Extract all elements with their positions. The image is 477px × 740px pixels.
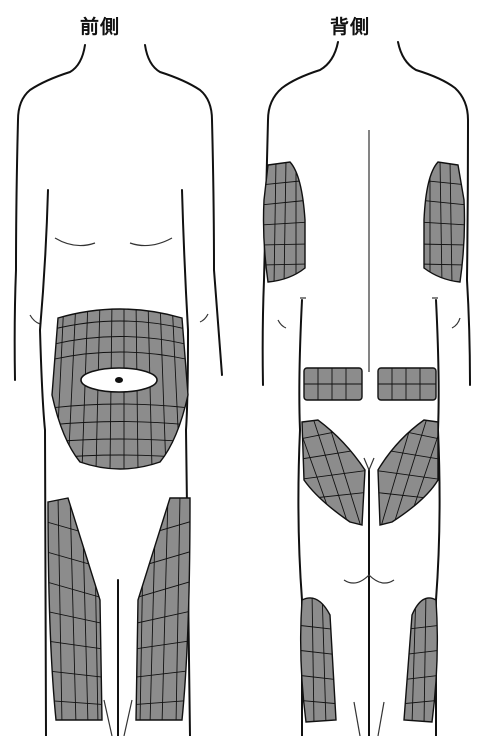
back-view-label: 背側 — [330, 12, 370, 39]
back-lower-back-left-zone — [304, 368, 362, 400]
back-gluteal-left-zone — [295, 415, 370, 530]
back-lower-back-right-zone — [378, 368, 436, 400]
back-body-outline — [263, 42, 470, 736]
front-thigh-left-zone — [40, 495, 110, 725]
front-thigh-right-zone — [128, 495, 196, 725]
back-upper-arm-left-zone — [260, 160, 310, 285]
back-gluteal-right-zone — [372, 415, 445, 530]
front-view-label: 前側 — [80, 12, 120, 39]
front-abdomen-zone — [50, 300, 190, 470]
back-upper-arm-right-zone — [418, 160, 468, 285]
navel-icon — [115, 377, 123, 383]
